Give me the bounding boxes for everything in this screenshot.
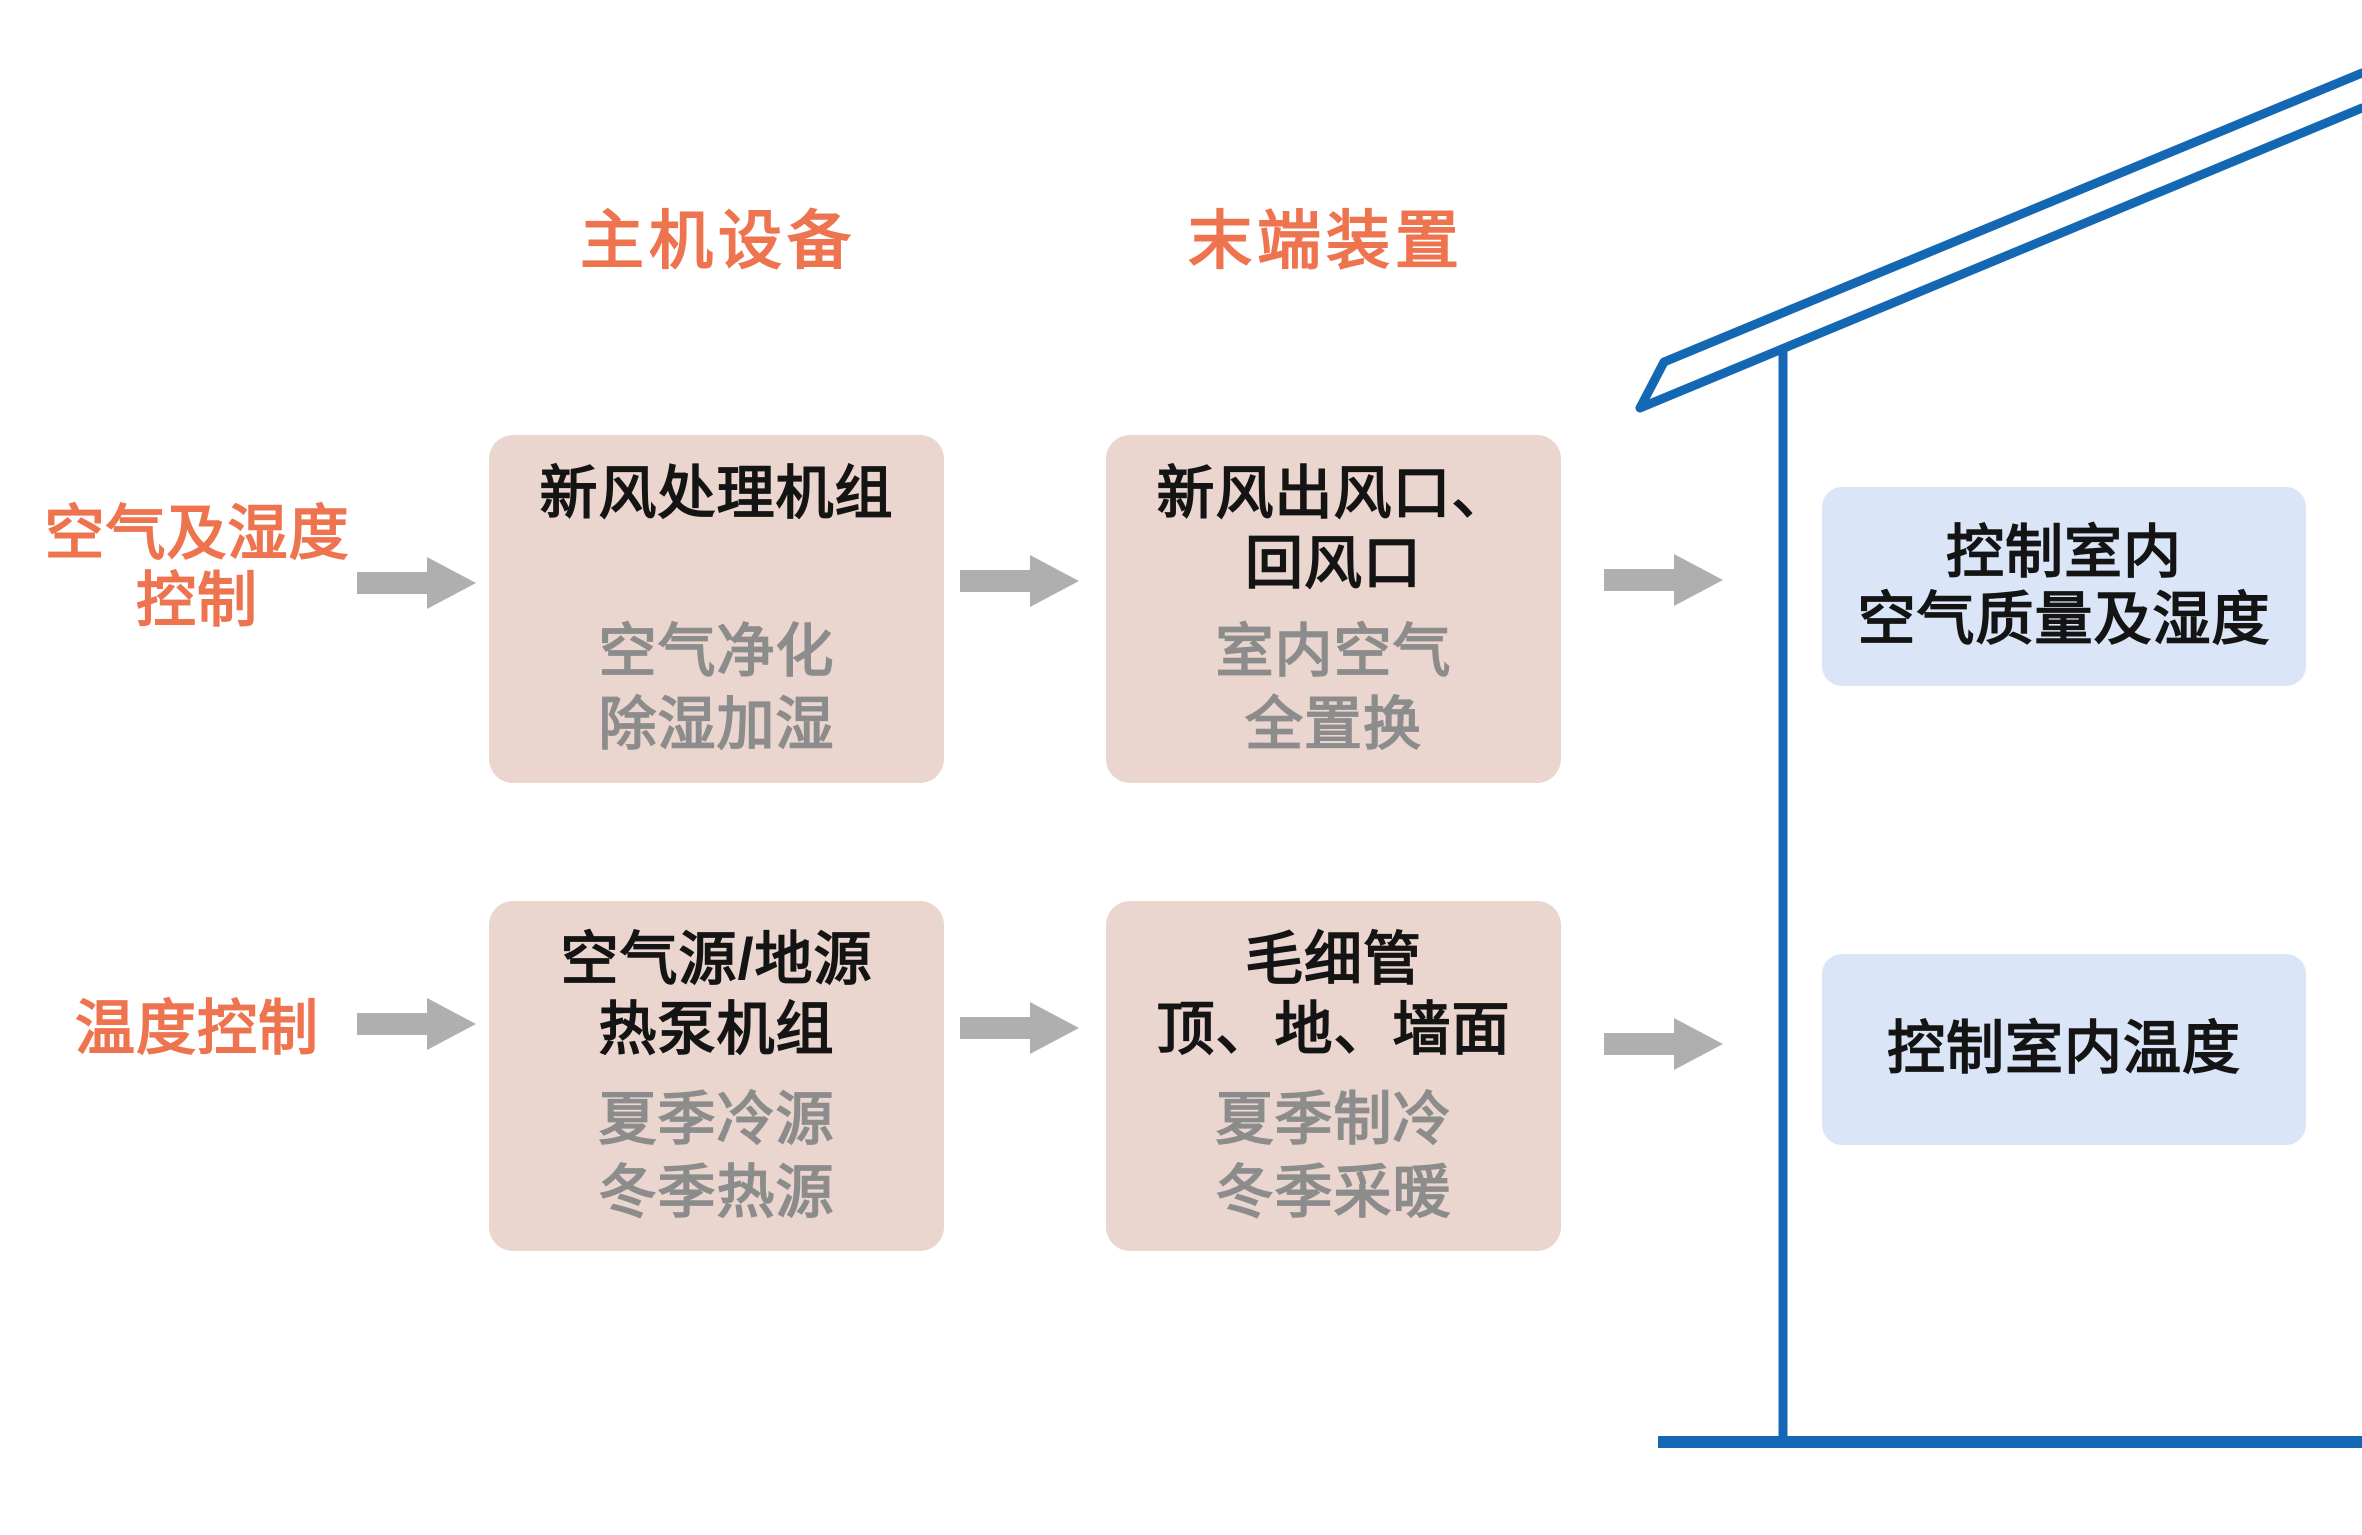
row-label-air-humidity: 空气及湿度 控制 [12, 500, 382, 634]
outcome-temperature-box: 控制室内温度 [1822, 954, 2306, 1145]
fresh-air-unit-title: 新风处理机组 [539, 461, 894, 526]
air-outlet-box: 新风出风口、 回风口 室内空气 全置换 [1106, 435, 1561, 783]
heat-pump-sub-line2: 冬季热源 [598, 1159, 835, 1225]
row-label-air-humidity-line2: 控制 [136, 567, 258, 635]
air-outlet-title-line2: 回风口 [1244, 530, 1422, 596]
row-label-temperature: 温度控制 [12, 995, 382, 1062]
fresh-air-unit-sub-line1: 空气净化 [598, 619, 835, 684]
row-label-temperature-line1: 温度控制 [75, 995, 319, 1062]
capillary-tube-sub-line2: 冬季采暖 [1215, 1159, 1452, 1225]
arrow-icon [1604, 1017, 1724, 1071]
heat-pump-sub-line1: 夏季冷源 [598, 1087, 835, 1152]
heat-pump-title-line2: 热泵机组 [598, 996, 835, 1062]
arrow-icon [357, 997, 477, 1051]
outcome-air-quality-line2: 空气质量及湿度 [1857, 586, 2271, 652]
row-label-air-humidity-line1: 空气及湿度 [44, 500, 350, 567]
outcome-air-quality-box: 控制室内 空气质量及湿度 [1822, 487, 2306, 686]
heat-pump-box: 空气源/地源 热泵机组 夏季冷源 冬季热源 [489, 901, 944, 1251]
heat-pump-title-line1: 空气源/地源 [560, 927, 873, 992]
capillary-tube-title-line1: 毛细管 [1244, 927, 1422, 992]
capillary-tube-sub-line1: 夏季制冷 [1215, 1087, 1452, 1152]
roof-line [1635, 68, 2362, 413]
fresh-air-unit-sub-line2: 除湿加湿 [598, 691, 835, 757]
arrow-icon [960, 554, 1080, 608]
air-outlet-sub-line2: 全置换 [1244, 691, 1422, 757]
arrow-icon [357, 556, 477, 610]
air-outlet-title-line1: 新风出风口、 [1156, 461, 1511, 526]
fresh-air-unit-box: 新风处理机组 空气净化 除湿加湿 [489, 435, 944, 783]
air-outlet-sub-line1: 室内空气 [1215, 619, 1452, 684]
capillary-tube-title-line2: 顶、地、墙面 [1156, 996, 1511, 1062]
arrow-icon [960, 1001, 1080, 1055]
arrow-icon [1604, 553, 1724, 607]
capillary-tube-box: 毛细管 顶、地、墙面 夏季制冷 冬季采暖 [1106, 901, 1561, 1251]
outcome-air-quality-line1: 控制室内 [1945, 520, 2182, 586]
outcome-temperature-line1: 控制室内温度 [1886, 1016, 2241, 1082]
column-header-main-equipment: 主机设备 [580, 205, 856, 277]
column-header-terminal-devices: 末端装置 [1188, 205, 1464, 277]
